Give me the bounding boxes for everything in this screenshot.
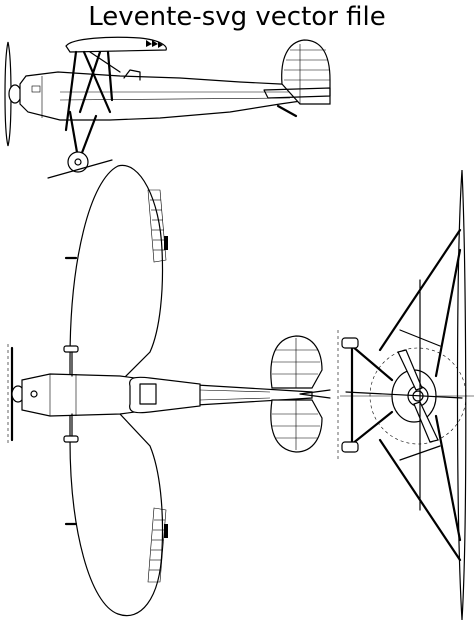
front-wheel: [341, 441, 359, 453]
side-fin-ribs: [284, 44, 330, 104]
top-gear: [63, 345, 79, 353]
front-strut: [434, 414, 462, 542]
side-windscreen: [123, 69, 141, 81]
top-fuselage-stringer-2: [199, 397, 271, 401]
side-tailplane: [263, 87, 331, 99]
side-strut: [64, 50, 78, 132]
top-tail-cone: [299, 389, 331, 399]
side-gear-leg: [78, 114, 98, 160]
front-view: [337, 169, 474, 621]
front-gear-leg: [350, 410, 394, 446]
side-cabane: [89, 51, 121, 73]
side-strut: [106, 50, 114, 102]
side-strut: [78, 50, 102, 114]
side-ground-line: [47, 159, 113, 179]
side-wing-markings: [146, 40, 163, 48]
side-propeller: [4, 41, 12, 147]
side-gear-leg: [68, 110, 80, 160]
side-fuselage-stringer-2: [59, 97, 291, 101]
top-cockpit-opening: [139, 383, 157, 405]
side-wheel: [67, 151, 89, 173]
top-wing-tip-light: [164, 236, 168, 250]
side-strut: [82, 50, 112, 114]
side-upper-wing: [65, 36, 167, 53]
top-wing-aileron-upper: [147, 189, 167, 263]
top-view: [7, 164, 331, 617]
front-upper-wing: [456, 169, 467, 621]
top-wing-tip-light: [164, 524, 168, 538]
side-view: [4, 36, 331, 179]
front-lower-wing: [345, 391, 463, 399]
top-tailplane-ribs: [272, 338, 320, 450]
top-wing-aileron-lower: [147, 507, 167, 583]
front-wheel: [341, 337, 359, 349]
side-fuselage: [19, 71, 323, 121]
front-gear-leg: [350, 344, 394, 382]
side-wheel-hub: [74, 158, 82, 166]
side-tailskid: [276, 104, 298, 118]
top-cowl-mark: [30, 390, 38, 398]
front-strut: [434, 248, 462, 378]
side-exhaust: [31, 85, 41, 93]
top-fuselage-stringer: [199, 389, 271, 393]
top-gear: [63, 435, 79, 443]
page-title: Levente-svg vector file: [88, 2, 386, 32]
side-spinner: [8, 84, 22, 104]
